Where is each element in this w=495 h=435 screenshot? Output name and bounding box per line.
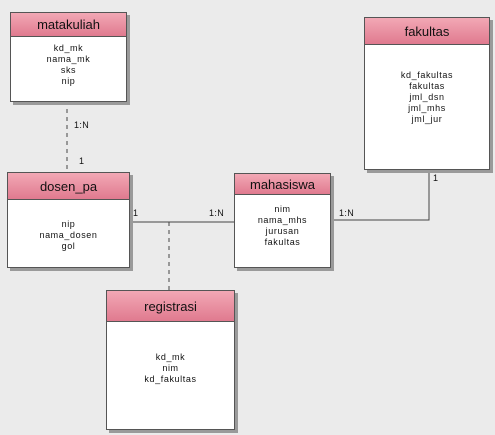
entity-fakultas[interactable]: fakultas kd_fakultas fakultas jml_dsn jm… [364, 17, 490, 170]
attribute: nim [162, 363, 179, 373]
attribute: nip [61, 76, 76, 86]
attribute: jurusan [265, 226, 300, 236]
entity-title: fakultas [365, 18, 489, 45]
cardinality-label: 1:N [209, 208, 225, 218]
attribute: sks [60, 65, 77, 75]
cardinality-label: 1 [133, 208, 139, 218]
attribute: nama_dosen [39, 230, 98, 240]
attribute: kd_fakultas [400, 70, 454, 80]
attribute-list: kd_mk nama_mk sks nip [11, 37, 126, 87]
attribute: nim [274, 204, 291, 214]
cardinality-label: 1 [79, 156, 85, 166]
entity-title: registrasi [107, 291, 234, 322]
attribute: nama_mk [46, 54, 91, 64]
connector-mahasiswa-fakultas [331, 171, 430, 221]
attribute: kd_mk [155, 352, 186, 362]
attribute-list: nip nama_dosen gol [8, 200, 129, 252]
attribute-list: nim nama_mhs jurusan fakultas [235, 195, 330, 248]
attribute: nip [61, 219, 76, 229]
entity-title: matakuliah [11, 13, 126, 37]
attribute: kd_fakultas [144, 374, 197, 384]
cardinality-label: 1:N [74, 120, 90, 130]
cardinality-label: 1 [433, 173, 439, 183]
attribute: jml_jur [411, 114, 443, 124]
entity-mahasiswa[interactable]: mahasiswa nim nama_mhs jurusan fakultas [234, 173, 331, 268]
entity-dosen-pa[interactable]: dosen_pa nip nama_dosen gol [7, 172, 130, 268]
cardinality-label: 1:N [339, 208, 355, 218]
attribute-list: kd_mk nim kd_fakultas [107, 322, 234, 385]
entity-matakuliah[interactable]: matakuliah kd_mk nama_mk sks nip [10, 12, 127, 102]
attribute: kd_mk [53, 43, 84, 53]
attribute: jml_dsn [409, 92, 445, 102]
attribute: jml_mhs [408, 103, 446, 113]
attribute: gol [61, 241, 76, 251]
attribute: nama_mhs [257, 215, 308, 225]
entity-registrasi[interactable]: registrasi kd_mk nim kd_fakultas [106, 290, 235, 430]
entity-title: mahasiswa [235, 174, 330, 195]
attribute: fakultas [409, 81, 445, 91]
attribute: fakultas [264, 237, 301, 247]
attribute-list: kd_fakultas fakultas jml_dsn jml_mhs jml… [365, 45, 489, 125]
entity-title: dosen_pa [8, 173, 129, 200]
